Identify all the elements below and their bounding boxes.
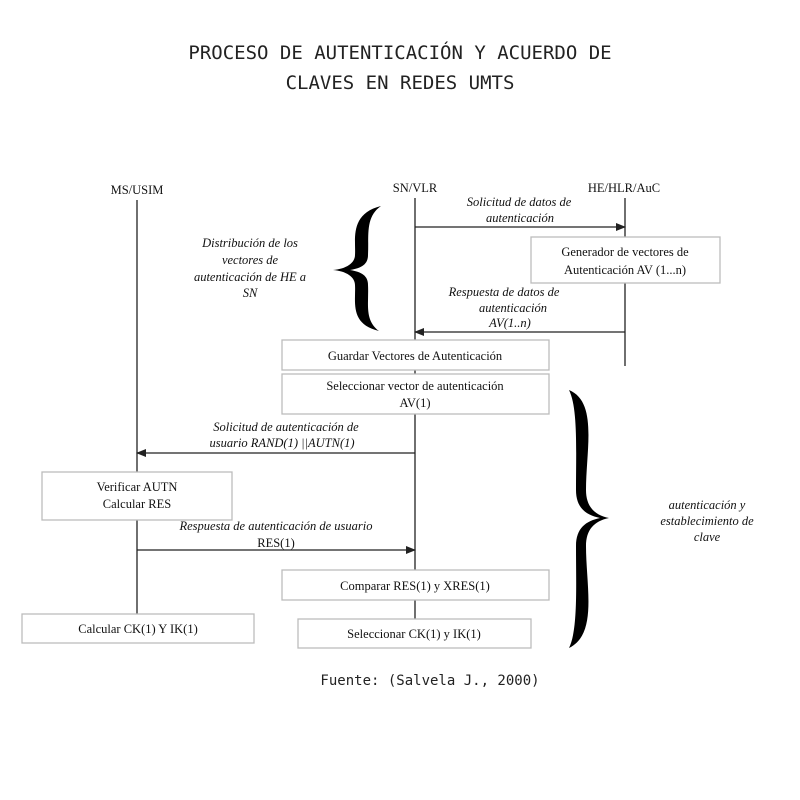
- box-select-vector-text-1: Seleccionar vector de autenticación: [326, 379, 504, 393]
- box-store-vectors-text: Guardar Vectores de Autenticación: [328, 349, 503, 363]
- message-label-request-data-2: autenticación: [486, 211, 554, 225]
- message-label-response-data-1: Respuesta de datos de: [448, 285, 560, 299]
- annotation-distribution-4: SN: [243, 286, 258, 300]
- annotation-distribution-3: autenticación de HE a: [194, 270, 306, 284]
- box-select-keys-text: Seleccionar CK(1) y IK(1): [347, 627, 481, 641]
- box-verify-autn: [41, 471, 233, 521]
- annotation-distribution-1: Distribución de los: [201, 236, 298, 250]
- message-label-auth-response-2: RES(1): [257, 536, 295, 550]
- diagram-title-line-1: PROCESO DE AUTENTICACIÓN Y ACUERDO DE: [188, 42, 612, 64]
- box-calc-keys-text: Calcular CK(1) Y IK(1): [78, 622, 198, 636]
- box-vector-generator-text-1: Generador de vectores de: [561, 245, 689, 259]
- box-store-vectors: [281, 339, 550, 371]
- brace-distribution: [333, 206, 381, 331]
- box-select-vector: [281, 373, 550, 415]
- message-label-request-data-1: Solicitud de datos de: [467, 195, 572, 209]
- box-vector-generator-text-2: Autenticación AV (1...n): [564, 263, 686, 277]
- annotation-auth-key-2: establecimiento de: [660, 514, 754, 528]
- message-label-auth-request-2: usuario RAND(1) ||AUTN(1): [209, 436, 354, 450]
- box-select-vector-text-2: AV(1): [399, 396, 430, 410]
- diagram-title-line-2: CLAVES EN REDES UMTS: [285, 72, 515, 94]
- box-compare-res-text: Comparar RES(1) y XRES(1): [340, 579, 490, 593]
- entity-label-sn: SN/VLR: [393, 181, 438, 195]
- brace-authentication: [569, 390, 609, 648]
- entity-label-ms: MS/USIM: [111, 183, 164, 197]
- box-vector-generator: [530, 236, 721, 284]
- message-label-response-data-3: AV(1..n): [488, 316, 531, 330]
- box-verify-autn-text-2: Calcular RES: [103, 497, 171, 511]
- entity-label-he: HE/HLR/AuC: [588, 181, 660, 195]
- annotation-auth-key-3: clave: [694, 530, 721, 544]
- message-label-auth-request-1: Solicitud de autenticación de: [213, 420, 359, 434]
- annotation-auth-key-1: autenticación y: [669, 498, 746, 512]
- box-verify-autn-text-1: Verificar AUTN: [97, 480, 178, 494]
- annotation-distribution-2: vectores de: [222, 253, 279, 267]
- box-compare-res: [281, 569, 550, 601]
- figure-source: Fuente: (Salvela J., 2000): [320, 673, 539, 689]
- message-label-auth-response-1: Respuesta de autenticación de usuario: [178, 519, 372, 533]
- box-calc-keys: [21, 613, 255, 644]
- message-label-response-data-2: autenticación: [479, 301, 547, 315]
- box-select-keys: [297, 618, 532, 649]
